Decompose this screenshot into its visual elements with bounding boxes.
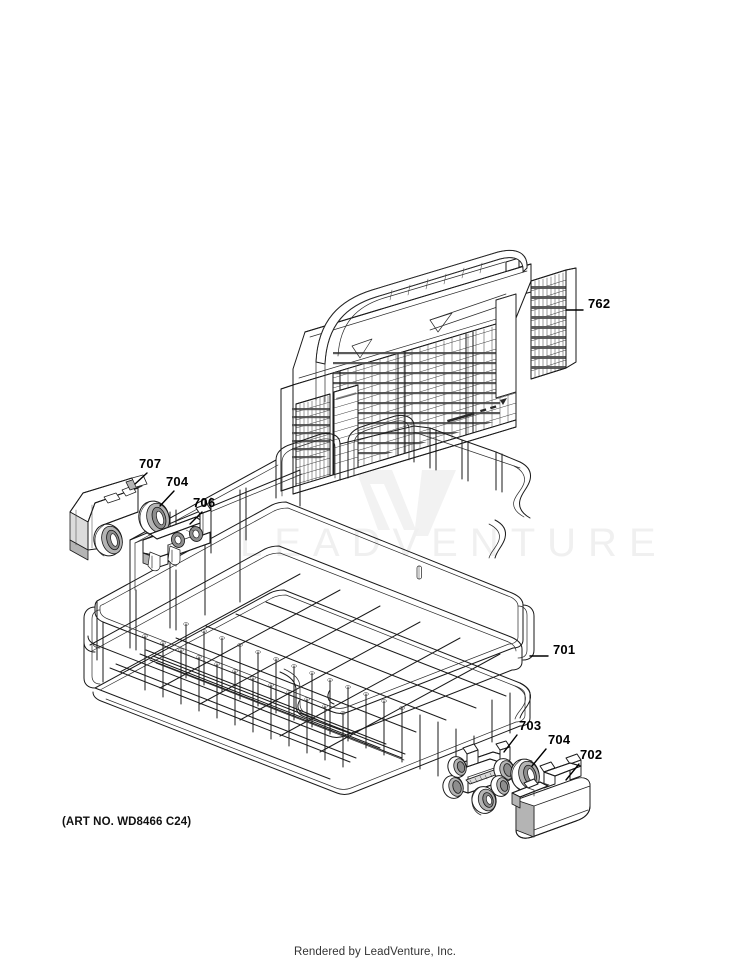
basket-slot-marks [447, 398, 507, 423]
leader-704-upper [159, 490, 175, 507]
mesh-left-panel [292, 395, 331, 490]
rack-floor-cross-wires [119, 573, 501, 753]
part-704-roller-wheel-upper [138, 500, 170, 536]
art-number: (ART NO. WD8466 C24) [62, 816, 192, 828]
leader-703 [503, 734, 518, 753]
callout-label-702: 702 [580, 747, 603, 762]
part-762-silverware-basket [280, 249, 577, 495]
basket-handle [315, 249, 528, 365]
callout-label-704-upper: 704 [166, 474, 189, 489]
callout-leaders [134, 309, 584, 781]
part-706-roller-bracket [142, 503, 212, 572]
part-707-rack-stop [69, 474, 148, 561]
tine-tips [142, 622, 405, 715]
leader-702 [565, 763, 580, 781]
callout-label-762: 762 [588, 296, 611, 311]
rack-floor-wires [109, 601, 507, 763]
part-704-roller-wheel-upper-2 [93, 523, 123, 557]
callout-label-706: 706 [193, 495, 216, 510]
callout-label-703: 703 [519, 718, 542, 733]
leader-707 [134, 472, 148, 485]
mesh-right-panel [531, 272, 566, 379]
callout-label-704-lower: 704 [548, 732, 571, 747]
callout-label-701: 701 [553, 642, 576, 657]
rack-clip-pin [416, 565, 422, 580]
watermark-text: LEADVENTURE [240, 521, 668, 565]
callout-label-707: 707 [139, 456, 162, 471]
leader-706 [189, 511, 203, 525]
part-703-roller-assembly [442, 740, 515, 816]
leader-704-lower [531, 748, 547, 767]
footer-attribution: Rendered by LeadVenture, Inc. [293, 946, 457, 958]
